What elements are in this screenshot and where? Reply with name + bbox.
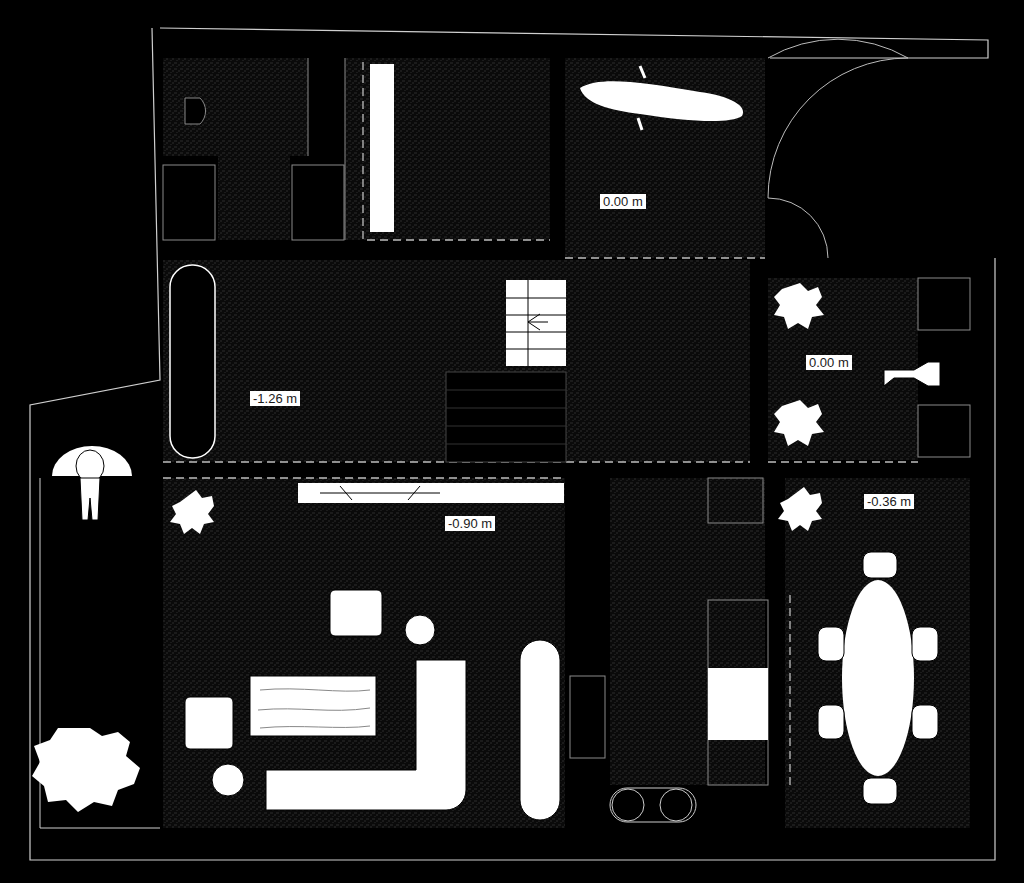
level-label: -0.90 m — [445, 516, 495, 531]
level-label: -1.26 m — [250, 391, 300, 406]
level-label: -0.36 m — [864, 494, 914, 509]
level-label: 0.00 m — [600, 194, 646, 209]
level-label: 0.00 m — [806, 355, 852, 370]
